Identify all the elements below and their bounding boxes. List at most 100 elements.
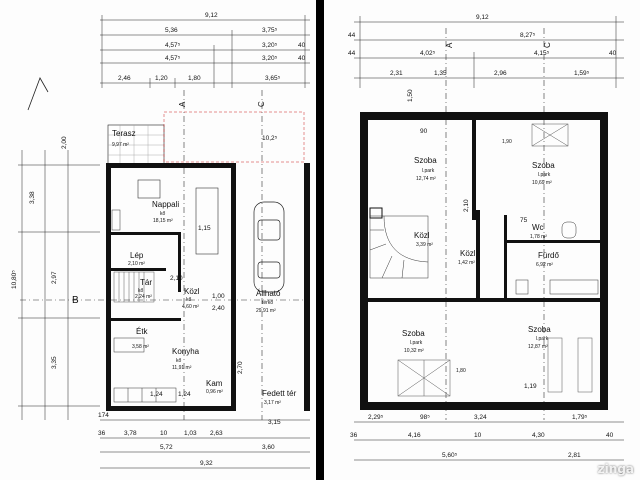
up-room-kozl-b-area: 1,42 m² [458, 260, 475, 266]
up-room-wc-name: Wc [532, 223, 544, 232]
shelf [111, 209, 121, 231]
up-room-szoba1-name: Szoba [414, 156, 437, 165]
dim-row4-b: 3,20⁵ [262, 55, 278, 62]
dim-row4-c: 40 [298, 55, 306, 62]
room-kozl-floor: kő [186, 297, 192, 303]
up-misc-c: 2,10 [463, 199, 470, 212]
sofa [195, 187, 219, 255]
up-bottom-r3-b: 2,81 [568, 452, 581, 459]
up-room-furdo-name: Fürdő [538, 251, 559, 260]
up-dim-row2-a: 8,27⁵ [520, 32, 536, 39]
up-dim-total: 9,12 [476, 14, 489, 21]
up-room-szoba3-area: 10,32 m² [404, 348, 424, 354]
misc-d: 10,2⁵ [262, 135, 278, 142]
dim-row5-a: 2,46 [118, 75, 131, 82]
misc-e: 1,15 [198, 225, 211, 232]
room-tar-name: Tár [140, 278, 152, 287]
up-dim-row3-c: 40 [609, 50, 617, 57]
up-room-szoba2-floor: l.park [538, 172, 551, 178]
up-misc-g: 1,80 [456, 368, 466, 374]
garage-wall [304, 163, 310, 411]
up-room-kozl-a-name: Közl [414, 231, 430, 240]
room-terasz-area: 9,97 m² [112, 142, 129, 148]
bottom-dim-r4: 9,32 [200, 460, 213, 467]
up-room-kozl-a-area: 3,39 m² [416, 242, 433, 248]
armchair [137, 179, 161, 199]
up-dim-row3-a: 4,02⁵ [420, 50, 436, 57]
toilet-icon [561, 221, 577, 239]
dim-row5-c: 1,80 [188, 75, 201, 82]
upper-axis-lines [445, 28, 545, 420]
up-bottom-r1-a: 2,29⁵ [368, 414, 384, 421]
left-dim-top: 2,00 [61, 136, 68, 149]
wardrobes [397, 123, 593, 397]
axis-lines [20, 90, 310, 420]
up-dim-row4-c: 2,96 [494, 70, 507, 77]
room-lep-name: Lép [130, 251, 144, 260]
bottom-dim-r2-d: 1,03 [184, 430, 197, 437]
left-dim-a: 3,38 [29, 191, 36, 204]
left-dim-b: 2,97 [51, 271, 58, 284]
dim-row2-a: 5,36 [165, 27, 178, 34]
top-dimension-lines [100, 15, 310, 88]
kitchen-counter [113, 387, 177, 403]
up-room-szoba3-floor: l.park [410, 340, 423, 346]
up-axis-a: A [445, 42, 454, 48]
upper-bottom-dimension-lines [354, 421, 624, 461]
dim-row4-a: 4,57⁵ [165, 55, 181, 62]
room-allhato-area: 29,91 m² [256, 308, 276, 314]
dim-row5-d: 3,65⁵ [265, 75, 281, 82]
up-misc-d: 75 [520, 217, 528, 224]
room-kam-area: 0,96 m² [206, 389, 223, 395]
room-konyha-area: 11,91 m² [172, 365, 192, 371]
up-room-szoba2-name: Szoba [532, 161, 555, 170]
misc-b: 2,10 [170, 275, 183, 282]
upper-top-dimension-lines [354, 16, 624, 88]
up-room-szoba3-name: Szoba [402, 329, 425, 338]
room-nappali-floor: kő [160, 211, 166, 217]
up-room-szoba1-floor: l.park [422, 168, 435, 174]
bathtub-icon [549, 279, 599, 295]
bottom-dim-r1-c: 1,24 [178, 391, 191, 398]
upper-stairs [369, 215, 429, 279]
room-tar-area: 2,24 m² [135, 294, 152, 300]
room-nappali-name: Nappali [152, 200, 179, 209]
up-room-szoba1-area: 12,74 m² [416, 176, 436, 182]
bottom-dim-r2-e: 2,63 [210, 430, 223, 437]
room-kozl-name: Közl [184, 287, 200, 296]
upper-walls [360, 112, 608, 410]
upper-outline [163, 111, 305, 163]
up-room-wc-area: 1,78 m² [530, 234, 547, 240]
room-tar-floor: kő [138, 288, 144, 294]
room-kozl-area: 4,60 m² [182, 304, 199, 310]
left-dim-c: 3,35 [51, 356, 58, 369]
room-etk-area: 3,58 m² [132, 344, 149, 350]
up-bottom-r1-b: 98⁵ [420, 414, 430, 421]
room-kam-name: Kam [206, 379, 223, 388]
sink-icon [515, 279, 529, 295]
up-bottom-r2-b: 4,16 [408, 432, 421, 439]
up-room-kozl-b-name: Közl [460, 249, 476, 258]
upper-floor-plan: 9,12 8,27⁵ 44 4,02⁵ 4,15⁵ 40 44 2,31 1,3… [324, 0, 640, 480]
room-etk-name: Étk [136, 327, 149, 336]
room-fedett-name: Fedett tér [262, 389, 297, 398]
up-misc-f: 1,90 [502, 139, 512, 145]
up-dim-row4-d: 1,59⁵ [574, 70, 590, 77]
up-room-furdo-area: 6,92 m² [536, 262, 553, 268]
up-bottom-r1-d: 1,79⁵ [572, 414, 588, 421]
dim-row3-c: 40 [298, 42, 306, 49]
ground-floor-plan: 9,12 5,36 3,75⁵ 4,57⁵ 3,20⁵ 40 4,57⁵ 3,2… [0, 0, 316, 480]
dim-row3-a: 4,57⁵ [165, 42, 181, 49]
up-dim-row4-a: 2,31 [390, 70, 403, 77]
room-lep-area: 2,10 m² [128, 261, 145, 267]
up-bottom-r2-a: 36 [350, 432, 358, 439]
bottom-dim-r2-b: 3,78 [124, 430, 137, 437]
left-dim-total: 10,80⁵ [11, 270, 18, 289]
up-bottom-r2-d: 4,30 [532, 432, 545, 439]
up-room-szoba4-name: Szoba [528, 325, 551, 334]
dining-table [113, 337, 145, 353]
bottom-dim-r2-f: 3,15 [268, 419, 281, 426]
dim-total: 9,12 [205, 12, 218, 19]
room-allhato-floor: térkő [262, 300, 273, 306]
up-bottom-r2-e: 40 [606, 432, 614, 439]
